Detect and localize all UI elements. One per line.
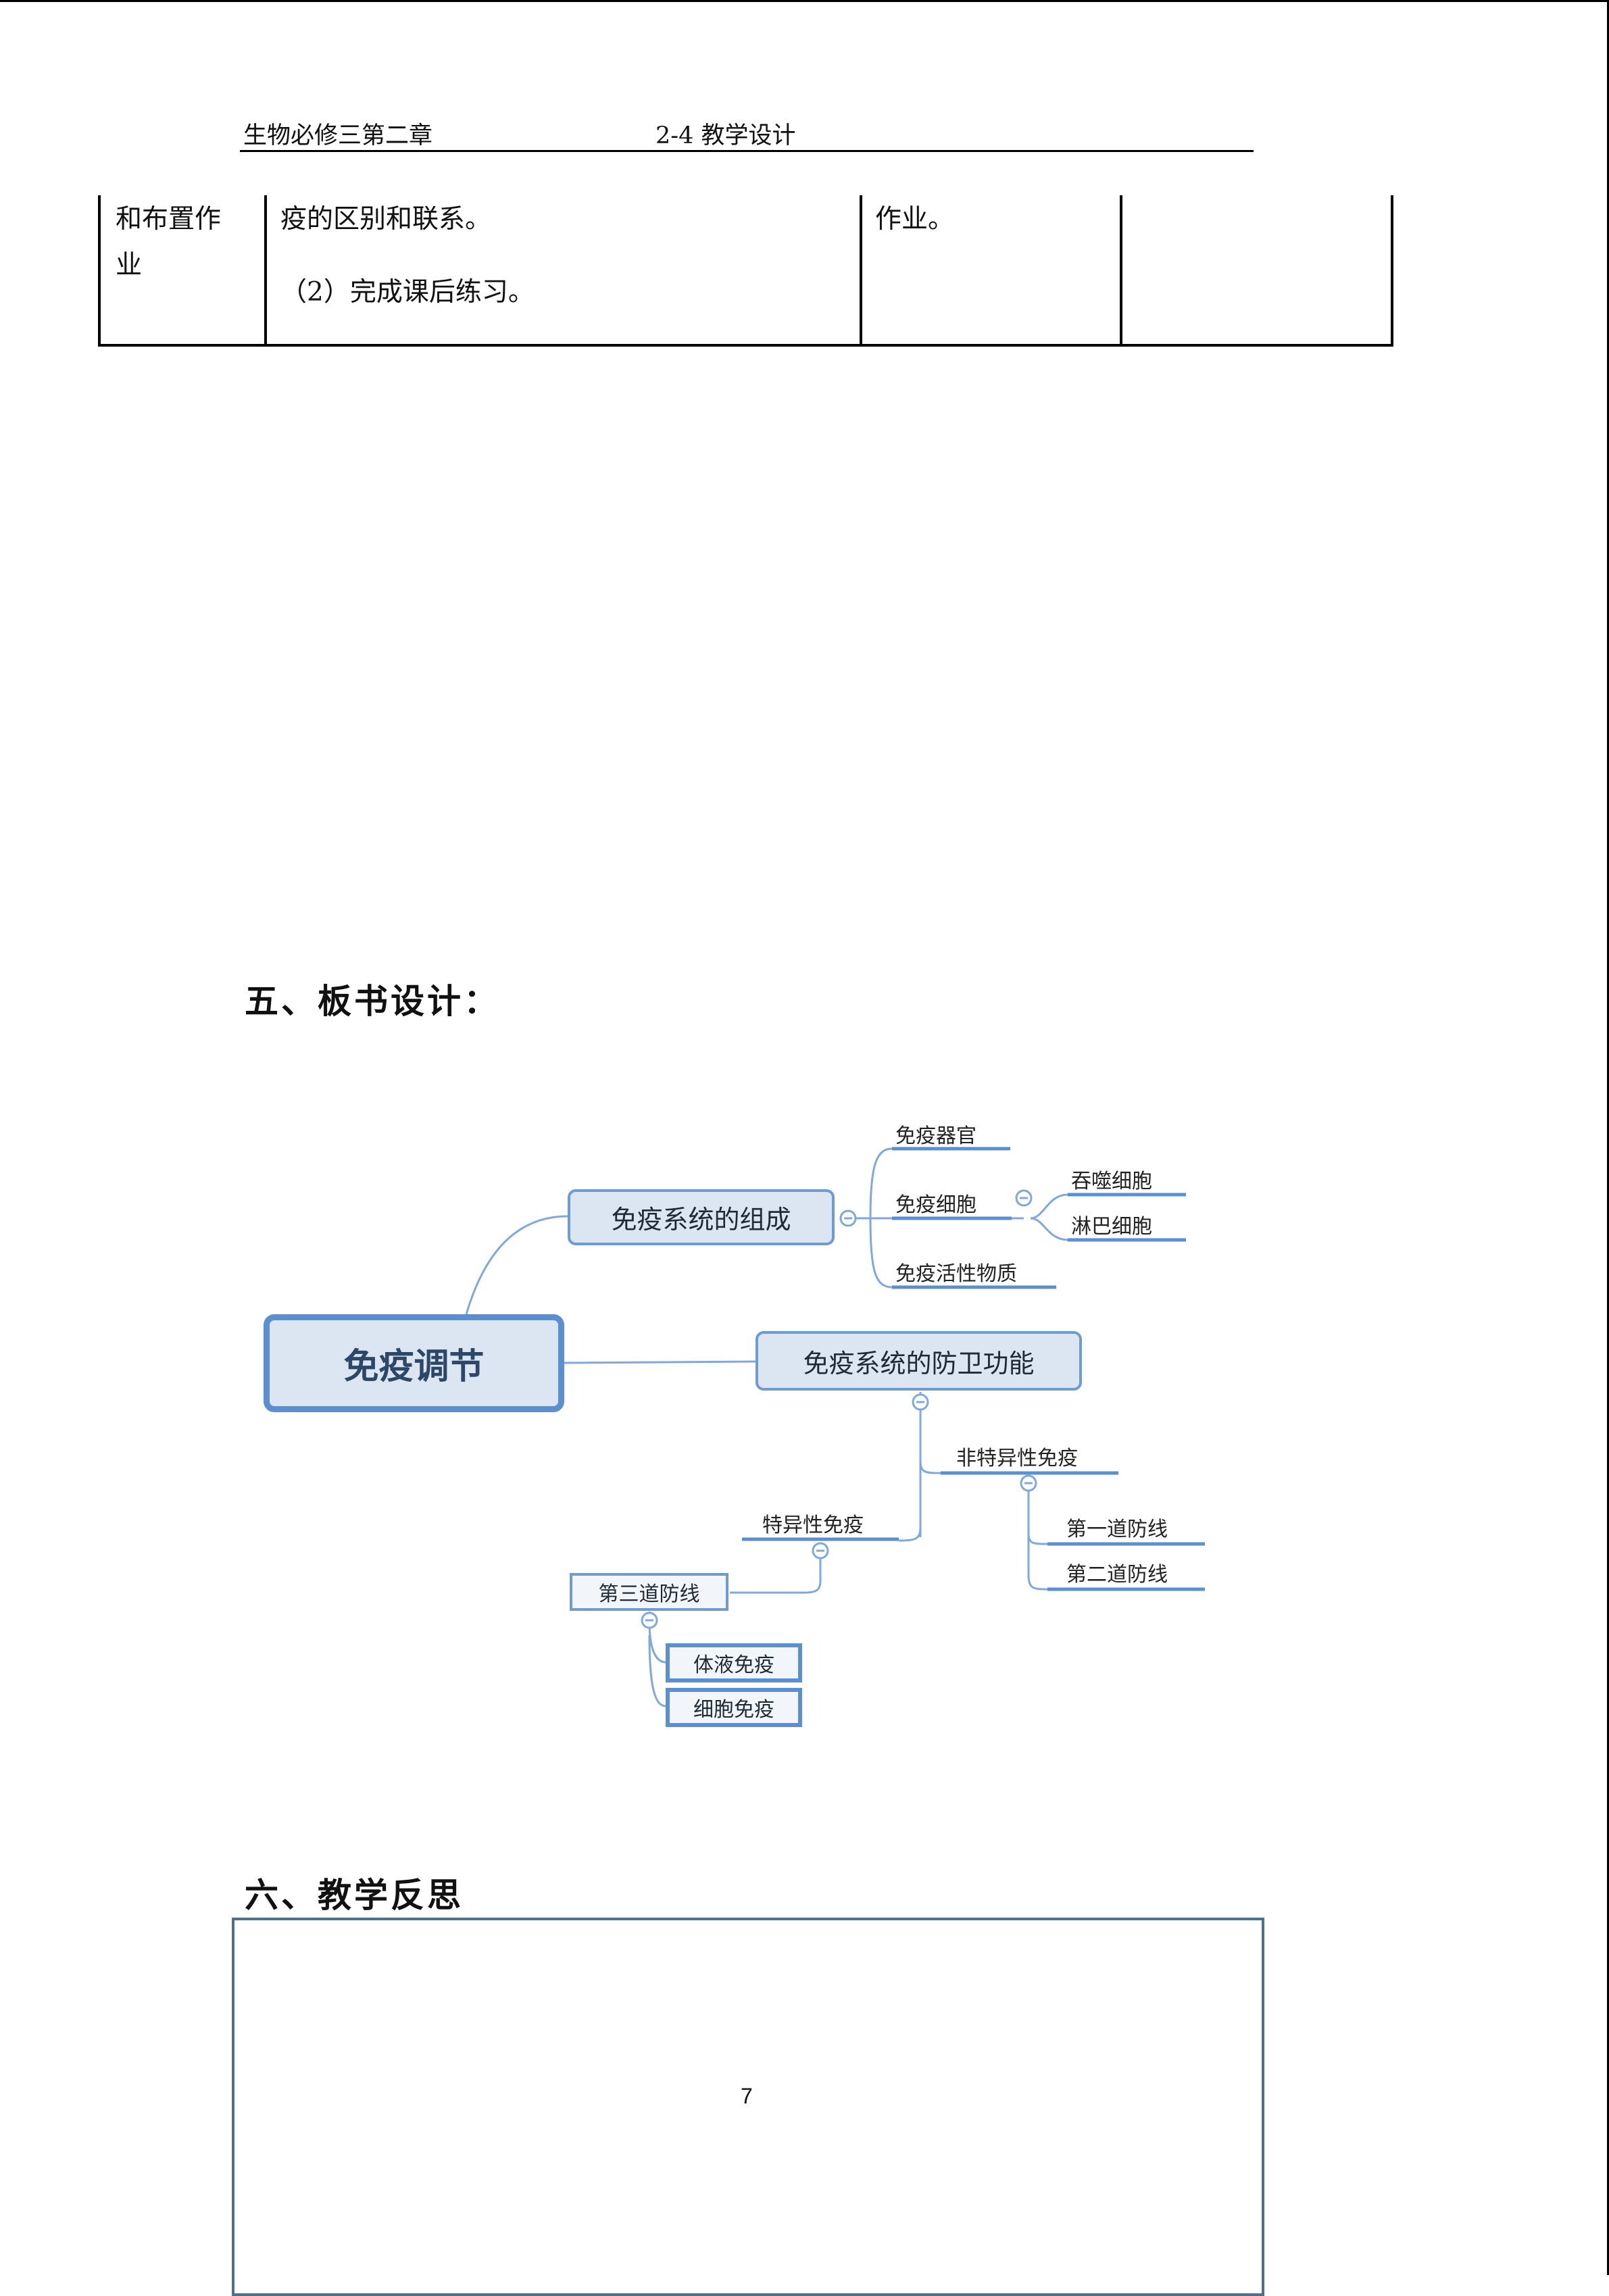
mindmap-node-humoral: 体液免疫 — [666, 1643, 802, 1682]
mindmap-branch-defense: 免疫系统的防卫功能 — [756, 1331, 1082, 1391]
page-header: 生物必修三第二章 2-4 教学设计 — [240, 112, 1254, 153]
page-right-border — [1607, 0, 1609, 2275]
cell-line: 业 — [116, 250, 143, 280]
mindmap-leaf-second-line: 第二道防线 — [1066, 1563, 1168, 1587]
table-border-bottom — [98, 344, 1393, 347]
table-cell-stage: 和布置作 业 — [116, 197, 221, 289]
mindmap-leaf-active-substances: 免疫活性物质 — [895, 1262, 1017, 1286]
page-top-border — [0, 0, 1609, 2]
table-cell-content: 疫的区别和联系。 （2）完成课后练习。 — [280, 197, 535, 316]
section-title-board-design: 五、板书设计： — [245, 981, 500, 1021]
table-col-divider — [264, 195, 267, 347]
mindmap-leaf-organs: 免疫器官 — [895, 1124, 976, 1148]
table-col-divider — [1120, 195, 1122, 347]
table-border-right — [1391, 195, 1393, 347]
cell-line: 和布置作 — [116, 204, 222, 234]
mindmap-node-cellular: 细胞免疫 — [666, 1688, 802, 1727]
mindmap-leaf-specific: 特异性免疫 — [762, 1514, 864, 1537]
mindmap-leaf-cells: 免疫细胞 — [895, 1193, 976, 1217]
mindmap-branch-composition: 免疫系统的组成 — [568, 1189, 835, 1245]
mindmap-leaf-phagocyte: 吞噬细胞 — [1071, 1170, 1152, 1193]
table-cell-activity: 作业。 — [875, 204, 955, 234]
header-course: 生物必修三第二章 — [243, 122, 433, 149]
section-title-reflection: 六、教学反思 — [245, 1875, 464, 1915]
header-doc-title: 2-4 教学设计 — [655, 122, 796, 149]
mindmap-leaf-nonspecific: 非特异性免疫 — [956, 1447, 1078, 1470]
table-col-divider — [860, 195, 862, 347]
mindmap-leaf-lymphocyte: 淋巴细胞 — [1071, 1215, 1152, 1239]
page-number: 7 — [741, 2084, 753, 2108]
cell-line: （2）完成课后练习。 — [280, 277, 535, 307]
mindmap-node-third-line: 第三道防线 — [570, 1573, 728, 1611]
table-border-left — [98, 195, 101, 347]
cell-line: 疫的区别和联系。 — [280, 204, 492, 234]
lesson-table: 和布置作 业 疫的区别和联系。 （2）完成课后练习。 作业。 — [98, 195, 1393, 347]
header-rule — [240, 150, 1254, 152]
mindmap-root: 免疫调节 — [264, 1314, 564, 1412]
mindmap-leaf-first-line: 第一道防线 — [1066, 1518, 1168, 1541]
